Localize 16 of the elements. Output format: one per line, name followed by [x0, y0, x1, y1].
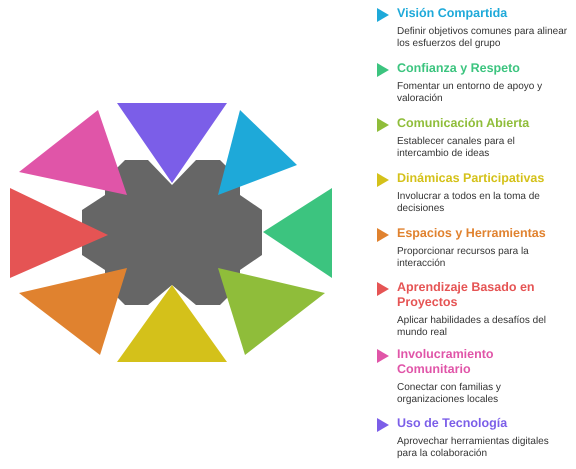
item-description: Conectar con familias y organizaciones locales: [397, 382, 502, 406]
item-heading: Confianza y Respeto: [397, 61, 521, 76]
item-description: Aprovechar herramientas digitales para la colaboración: [397, 436, 550, 460]
item-description: Involucrar a todos en la toma de decisiones: [397, 191, 541, 215]
item-heading: Aprendizaje Basado en Proyectos: [397, 280, 536, 310]
item-heading: Involucramiento Comunitario: [397, 347, 495, 377]
item-heading: Espacios y Herramientas: [397, 226, 547, 241]
item-heading: Uso de Tecnología: [397, 416, 508, 431]
item-description: Fomentar un entorno de apoyo y valoración: [397, 81, 544, 105]
item-description: Aplicar habilidades a desafíos del mundo real: [397, 315, 547, 339]
item-description: Establecer canales para el intercambio de ideas: [397, 136, 516, 160]
item-description: Definir objetivos comunes para alinear los esfuerzos del grupo: [397, 26, 568, 50]
item-heading: Visión Compartida: [397, 6, 508, 21]
item-heading: Comunicación Abierta: [397, 116, 530, 131]
item-heading: Dinámicas Participativas: [397, 171, 546, 186]
item-description: Proporcionar recursos para la interacción: [397, 246, 530, 270]
